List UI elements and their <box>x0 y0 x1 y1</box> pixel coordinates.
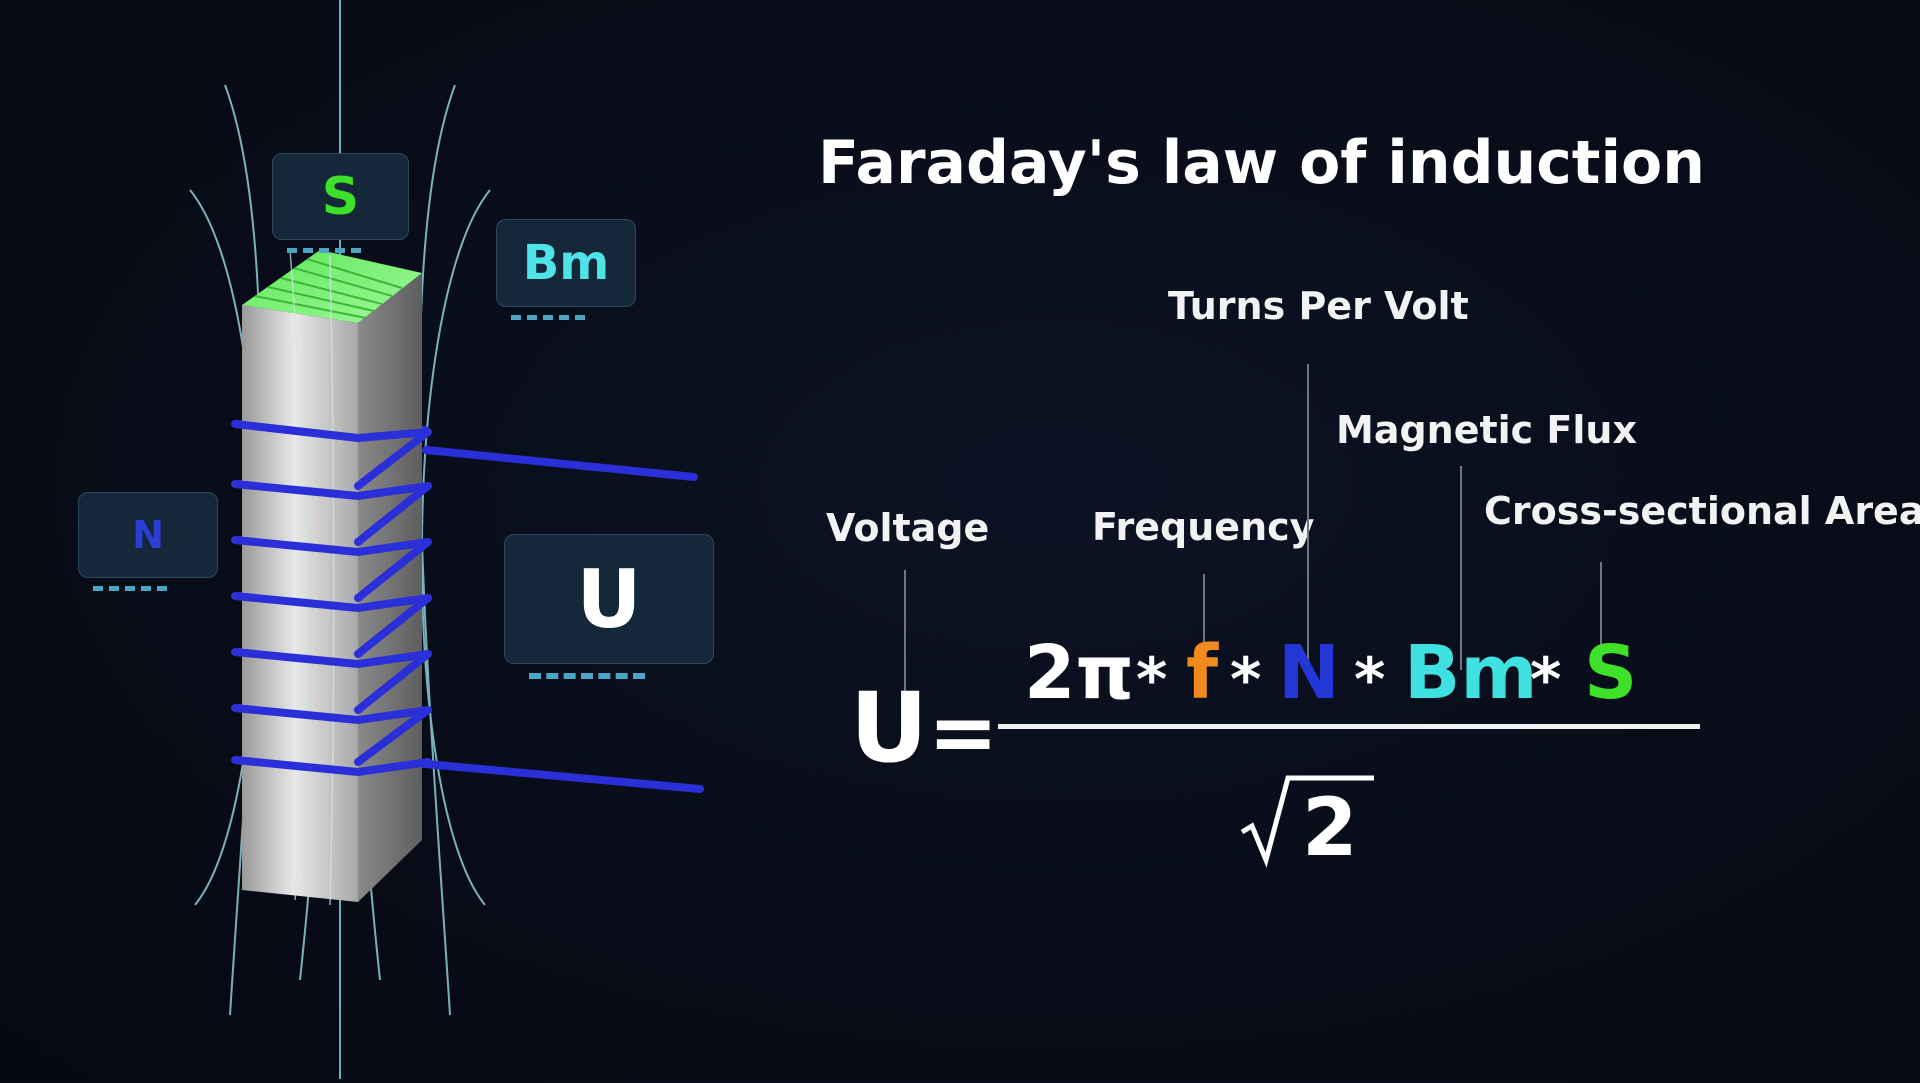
tag-dash <box>93 586 167 591</box>
label-voltage: Voltage <box>826 506 990 550</box>
tag-bm-label: Bm <box>522 235 610 291</box>
formula-voltage-symbol: U <box>850 672 928 784</box>
tag-dash <box>529 673 645 679</box>
formula-denominator: 2 <box>1302 781 1358 874</box>
formula-multiply: * <box>1354 645 1386 715</box>
label-cross-sectional-area: Cross-sectional Area <box>1484 489 1920 533</box>
coil-leads <box>422 446 704 793</box>
formula-equals: = <box>928 683 999 781</box>
label-frequency: Frequency <box>1092 505 1315 549</box>
slide-title: Faraday's law of induction <box>818 128 1705 198</box>
leader-turns-per-volt <box>1307 364 1309 668</box>
formula-multiply: * <box>1530 645 1562 715</box>
tag-n: N <box>78 492 218 591</box>
formula-multiply: * <box>1230 645 1262 715</box>
tag-n-label: N <box>132 513 164 557</box>
core-laminations <box>254 258 403 319</box>
formula-frequency-symbol: f <box>1186 630 1219 716</box>
tag-s: S <box>272 153 409 253</box>
tag-dash <box>287 248 361 253</box>
leader-magnetic-flux <box>1460 466 1462 670</box>
formula-two-pi: 2π <box>1024 630 1135 716</box>
tag-s-label: S <box>321 166 360 227</box>
formula-multiply: * <box>1136 645 1168 715</box>
formula-area-symbol: S <box>1584 630 1638 716</box>
fraction-bar <box>998 724 1700 729</box>
tag-dash <box>511 315 585 320</box>
coil-front <box>231 420 432 776</box>
transformer-illustration: S Bm N U <box>0 0 760 1079</box>
tag-bm: Bm <box>496 219 636 320</box>
label-turns-per-volt: Turns Per Volt <box>1168 284 1469 328</box>
leader-frequency <box>1203 574 1205 666</box>
formula-flux-symbol: Bm <box>1404 630 1538 716</box>
label-magnetic-flux: Magnetic Flux <box>1336 408 1637 452</box>
square-root-icon <box>1240 775 1374 868</box>
formula-turns-symbol: N <box>1278 630 1340 716</box>
tag-u: U <box>504 534 714 679</box>
core-coil-drawing <box>189 0 704 1079</box>
leader-voltage <box>904 570 906 700</box>
leader-cross-sectional-area <box>1600 562 1602 662</box>
tag-u-label: U <box>576 552 642 646</box>
core-top <box>242 250 422 323</box>
